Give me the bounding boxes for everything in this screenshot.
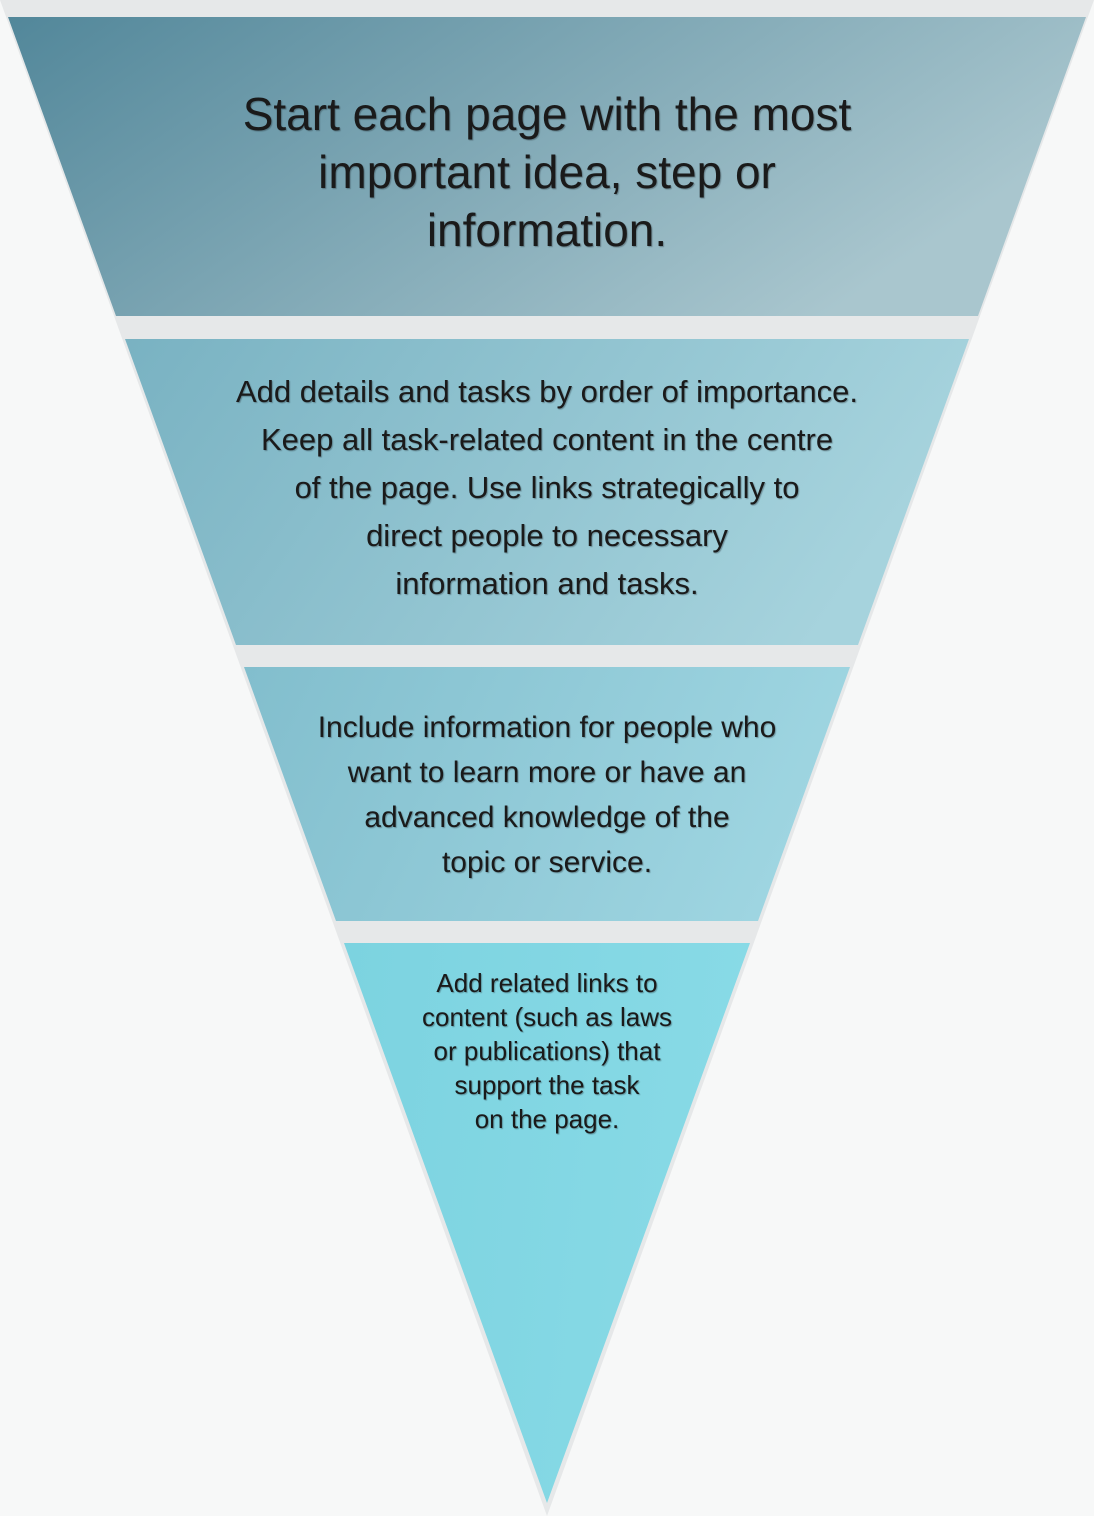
text-line: information and tasks. — [395, 566, 699, 601]
text-line: Start each page with the most — [242, 88, 852, 140]
text-line: information. — [426, 204, 668, 256]
funnel-tier-4-shape — [344, 943, 750, 1503]
funnel-tier-1-shape — [8, 17, 1086, 316]
text-line: Add related links to — [436, 968, 658, 998]
text-line: of the page. Use links strategically to — [294, 470, 800, 505]
text-line: support the task — [454, 1070, 640, 1100]
text-line: Include information for people who — [317, 711, 777, 744]
text-line: important idea, step or — [318, 146, 776, 198]
text-line: Keep all task-related content in the cen… — [260, 422, 834, 457]
text-line: on the page. — [474, 1104, 620, 1134]
funnel-tier-3-shape — [244, 667, 850, 921]
text-line: content (such as laws — [421, 1002, 672, 1032]
tier-2-text: Add details and tasks by order of import… — [0, 368, 1094, 608]
text-line: want to learn more or have an — [347, 756, 747, 789]
tier-3-text: Include information for people who want … — [0, 705, 1094, 885]
text-line: advanced knowledge of the — [364, 801, 730, 834]
text-line: topic or service. — [441, 846, 653, 879]
funnel-tier-2-shape — [125, 339, 969, 645]
text-line: or publications) that — [433, 1036, 661, 1066]
text-line: Add details and tasks by order of import… — [235, 374, 859, 409]
tier-4-text: Add related links to content (such as la… — [0, 966, 1094, 1136]
text-line: direct people to necessary — [366, 518, 728, 553]
tier-1-text: Start each page with the most important … — [0, 85, 1094, 259]
